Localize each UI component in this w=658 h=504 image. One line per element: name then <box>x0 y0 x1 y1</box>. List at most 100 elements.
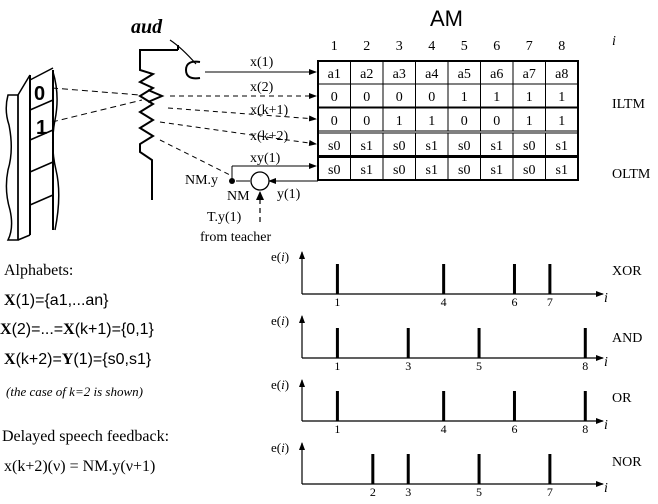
am-cell: s0 <box>328 139 340 154</box>
alphabet-line-3-symbol-a: X <box>4 351 16 368</box>
am-cell: 0 <box>493 114 500 129</box>
column-header-0: 1 <box>331 39 338 54</box>
am-cell: 1 <box>396 114 403 129</box>
plot-xlabel: i <box>604 291 608 306</box>
tape: 0 1 <box>5 67 60 241</box>
alphabet-line-2-symbol-b: X <box>63 321 75 338</box>
input-label-2: x(k+1) <box>250 103 289 118</box>
am-cell: 1 <box>493 90 500 105</box>
spike-tick-label: 5 <box>476 359 482 373</box>
alphabet-line-1-symbol: X <box>4 292 16 309</box>
spike-tick-label: 1 <box>334 359 340 373</box>
am-cell: 0 <box>363 90 370 105</box>
spike-tick-label: 1 <box>334 422 340 436</box>
alphabet-line-2-text: (k+1)={0,1} <box>74 321 154 338</box>
spike-tick-label: 5 <box>476 485 482 499</box>
plot-xlabel: i <box>604 355 608 370</box>
plot-xlabel: i <box>604 481 608 496</box>
plot-series-label: XOR <box>612 264 642 279</box>
spike-tick-label: 6 <box>511 422 517 436</box>
am-cell: a6 <box>490 67 503 82</box>
nm-node <box>229 178 235 184</box>
am-cell: s1 <box>491 163 503 178</box>
alphabet-line-3-text: (1)={s0,s1} <box>73 351 152 368</box>
am-cell: a2 <box>360 67 373 82</box>
am-cell: 1 <box>428 114 435 129</box>
plot-xlabel: i <box>604 418 608 433</box>
input-label-3: x(k+2) <box>250 129 289 144</box>
spike-tick-label: 3 <box>405 359 411 373</box>
am-cell: 1 <box>558 114 565 129</box>
alphabet-line-2: X(2)=...=X(k+1)={0,1} <box>0 321 154 339</box>
plot-series-label: AND <box>612 331 642 346</box>
am-cell: s0 <box>458 163 470 178</box>
tape-cell-a: 0 <box>34 83 45 105</box>
delayed-feedback-heading: Delayed speech feedback: <box>2 428 170 445</box>
column-header-3: 4 <box>428 39 435 54</box>
teacher-signal-label: T.y(1) <box>207 210 242 225</box>
input-arrows <box>159 69 318 184</box>
alphabets-heading: Alphabets: <box>4 262 74 279</box>
am-cell-border <box>545 156 579 181</box>
input-label-1: x(2) <box>250 80 274 95</box>
aud-label: aud <box>131 16 163 38</box>
alphabet-line-3-symbol-b: Y <box>61 351 74 368</box>
am-cell: a3 <box>393 67 406 82</box>
am-cell: 1 <box>461 90 468 105</box>
index-label: i <box>612 34 616 49</box>
oltm-label: OLTM <box>612 167 651 182</box>
am-cell: s1 <box>361 163 373 178</box>
nm-summing-circle <box>250 171 270 191</box>
spike-tick-label: 4 <box>441 295 447 309</box>
column-header-7: 8 <box>558 39 565 54</box>
y1-label: y(1) <box>277 187 301 202</box>
delayed-feedback-formula: x(k+2)(ν) = NM.y(ν+1) <box>4 458 156 475</box>
tape-sensing-lines <box>51 87 143 123</box>
spike-tick-label: 8 <box>582 359 588 373</box>
agent-head <box>137 45 179 200</box>
spike-tick-label: 4 <box>441 422 447 436</box>
am-cell: s1 <box>426 163 438 178</box>
am-cell: s0 <box>328 163 340 178</box>
am-cell: s0 <box>523 139 535 154</box>
am-cell: 0 <box>428 90 435 105</box>
iltm-label: ILTM <box>612 97 645 112</box>
am-cell: s0 <box>523 163 535 178</box>
am-cell: 1 <box>526 90 533 105</box>
alphabet-line-1: X(1)={a1,...an} <box>4 292 109 310</box>
from-teacher-label: from teacher <box>200 230 271 245</box>
alphabet-line-1-text: (1)={a1,...an} <box>15 292 109 309</box>
am-cell: s1 <box>556 139 568 154</box>
alphabet-line-2-symbol-a: X <box>0 321 12 338</box>
am-cell: 0 <box>461 114 468 129</box>
am-title: AM <box>430 6 463 31</box>
am-cell: a5 <box>458 67 471 82</box>
am-cell: s1 <box>556 163 568 178</box>
input-label-4: xy(1) <box>250 151 281 166</box>
nm-label: NM <box>227 189 250 204</box>
column-header-6: 7 <box>526 39 533 54</box>
plot-ylabel: e(i) <box>271 313 289 328</box>
alphabet-line-3-mid: (k+2)= <box>15 351 62 368</box>
am-cell: 0 <box>331 114 338 129</box>
am-cell: s1 <box>491 139 503 154</box>
column-header-4: 5 <box>461 39 468 54</box>
am-cell-border <box>545 132 579 157</box>
am-cell: s0 <box>458 139 470 154</box>
column-header-1: 2 <box>363 39 370 54</box>
spike-tick-label: 7 <box>547 485 553 499</box>
am-cell: 1 <box>526 114 533 129</box>
spike-tick-label: 7 <box>547 295 553 309</box>
alphabet-line-3: X(k+2)=Y(1)={s0,s1} <box>4 351 151 369</box>
am-cell: s1 <box>426 139 438 154</box>
spike-tick-label: 8 <box>582 422 588 436</box>
input-label-0: x(1) <box>250 55 274 70</box>
am-cell: a1 <box>328 67 341 82</box>
spike-tick-label: 2 <box>370 485 376 499</box>
nm-y-label: NM.y <box>185 173 218 188</box>
